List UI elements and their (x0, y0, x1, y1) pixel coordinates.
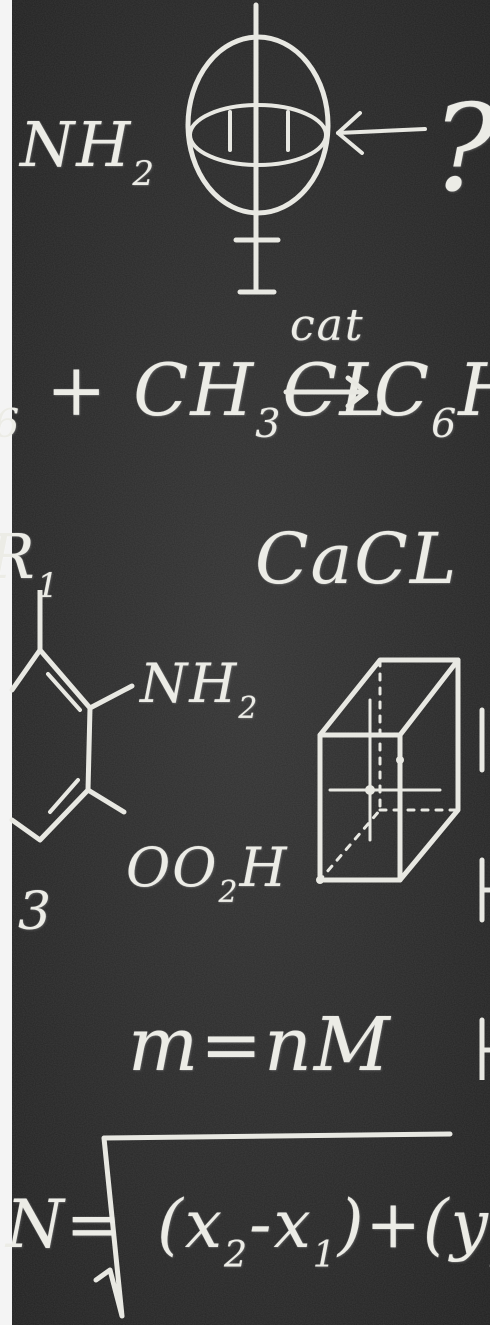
right-edge-chalk-marks (479, 707, 490, 1080)
question-mark: ? (432, 80, 490, 219)
photo-left-edge (0, 0, 12, 1325)
reaction-lead: 6 (0, 401, 21, 447)
reaction-catalyst: cat (290, 300, 365, 351)
distance-sub-2: 1 (312, 1232, 338, 1276)
ring-nh2: NH2 (140, 652, 259, 726)
distance-lead: N= (6, 1186, 124, 1263)
product-sub-1: 6 (431, 400, 459, 447)
product-c: C (374, 348, 432, 432)
formula-distance: N=(x2-x1)+(y2-y1 (6, 1186, 490, 1276)
nh2-subscript: 2 (132, 153, 157, 194)
ring-co2h-sub: 2 (218, 875, 240, 911)
r1-base: R (0, 520, 37, 593)
distance-open: (x (157, 1186, 225, 1263)
chalk-sphere-icon (185, 2, 331, 295)
chalk-benzene-ring-icon (9, 590, 135, 843)
distance-sub-1: 2 (224, 1232, 250, 1276)
ring-co2h-post: H (239, 836, 289, 899)
ring-number: 3 (18, 882, 54, 942)
nh2-base: NH (20, 108, 133, 181)
formula-r1: R1 (0, 520, 60, 606)
formula-mass: m=nM (128, 1002, 392, 1088)
reaction-product: C6H6 (374, 348, 490, 447)
chalk-cube-icon (316, 657, 461, 884)
reaction-plus: + (46, 348, 109, 432)
distance-mid-2: )+(y (337, 1186, 490, 1263)
reaction-equation: 6 + CH3CL (0, 348, 389, 447)
distance-mid-1: -x (249, 1186, 313, 1263)
ring-nh2-sub: 2 (238, 691, 260, 727)
ring-nh2-base: NH (140, 652, 239, 715)
reaction-reactant-sub: 3 (255, 400, 283, 447)
ring-co2h: OO2H (126, 836, 289, 910)
formula-nh2-top: NH2 (20, 108, 156, 194)
reaction-reactant: CH (133, 348, 256, 432)
ring-co2h-pre: OO (126, 836, 219, 899)
reaction-arrow-icon (283, 375, 369, 409)
chalk-arrow-icon (336, 111, 427, 155)
chalk-root-sign-icon (93, 1131, 453, 1319)
product-h: H (458, 348, 490, 432)
formula-salt: CaCL (255, 518, 459, 600)
